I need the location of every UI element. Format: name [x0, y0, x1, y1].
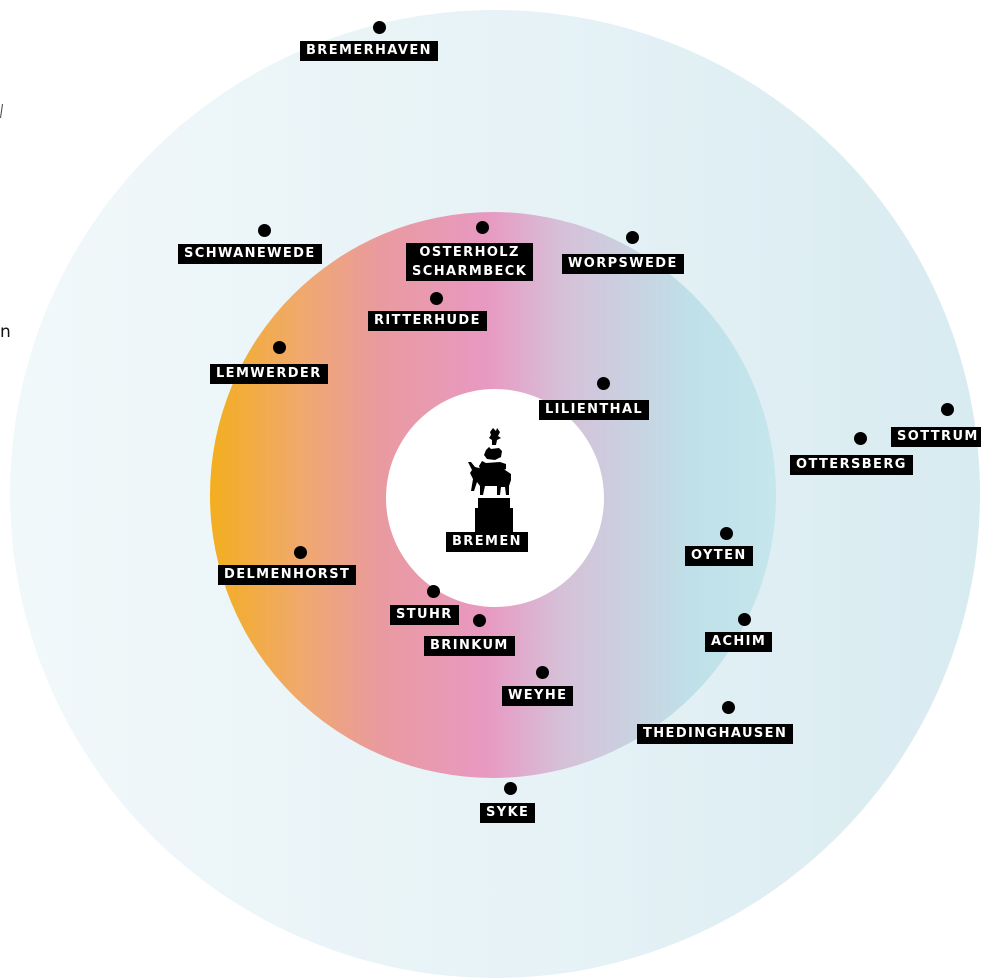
- location-dot-achim: [737, 612, 751, 626]
- location-dot-delmenhorst: [293, 545, 307, 559]
- label-brinkum: BRINKUM: [424, 636, 515, 656]
- location-dot-sottrum: [940, 402, 954, 416]
- label-delmenhorst: DELMENHORST: [218, 565, 357, 585]
- location-dot-thedinghausen: [721, 700, 735, 714]
- label-bremerhaven: BREMERHAVEN: [300, 41, 438, 61]
- location-dot-oyten: [719, 526, 733, 540]
- location-dot-worpswede: [625, 230, 639, 244]
- location-dot-lemwerder: [272, 340, 286, 354]
- location-dot-brinkum: [472, 613, 486, 627]
- label-osterholz-scharmbeck: OSTERHOLZ SCHARMBECK: [406, 243, 534, 281]
- label-achim: ACHIM: [705, 632, 773, 652]
- label-lemwerder: LEMWERDER: [210, 364, 328, 384]
- label-syke: SYKE: [480, 803, 536, 823]
- label-weyhe: WEYHE: [502, 686, 574, 706]
- label-stuhr: STUHR: [390, 605, 459, 625]
- label-schwanewede: SCHWANEWEDE: [178, 244, 322, 264]
- label-lilienthal: LILIENTHAL: [539, 400, 650, 420]
- label-bremen: BREMEN: [446, 532, 528, 552]
- label-osterholz-line2: SCHARMBECK: [412, 264, 528, 279]
- edge-mark: [0, 103, 3, 119]
- label-thedinghausen: THEDINGHAUSEN: [637, 724, 794, 744]
- label-oyten: OYTEN: [685, 546, 753, 566]
- location-dot-lilienthal: [596, 376, 610, 390]
- location-dot-ritterhude: [429, 291, 443, 305]
- label-osterholz-line1: OSTERHOLZ: [419, 245, 520, 260]
- edge-text: n: [0, 322, 11, 342]
- location-dot-bremerhaven: [372, 20, 386, 34]
- location-dot-ottersberg: [853, 431, 867, 445]
- location-dot-osterholz-scharmbeck: [475, 220, 489, 234]
- location-dot-syke: [503, 781, 517, 795]
- label-sottrum: SOTTRUM: [891, 427, 981, 447]
- location-dot-stuhr: [426, 584, 440, 598]
- label-ottersberg: OTTERSBERG: [790, 455, 913, 475]
- label-worpswede: WORPSWEDE: [562, 254, 684, 274]
- location-dot-weyhe: [535, 665, 549, 679]
- label-ritterhude: RITTERHUDE: [368, 311, 487, 331]
- location-dot-schwanewede: [257, 223, 271, 237]
- bremen-town-musicians-icon: [464, 424, 524, 539]
